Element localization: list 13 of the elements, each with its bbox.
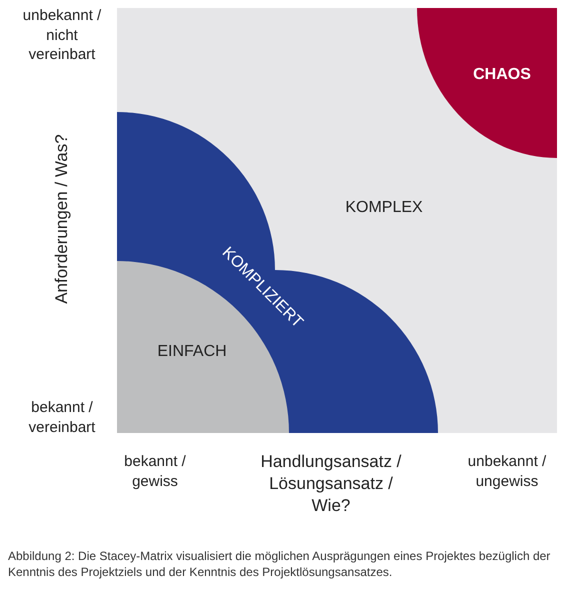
axis-value-label: bekannt / vereinbart [28,398,96,437]
complicated-region [117,112,438,433]
chaos-region [417,8,557,158]
figure-caption: Abbildung 2: Die Stacey-Matrix visualisiert die möglichen Ausprägungen eines Projektes bezüglich der Kenntnis des Projektziels und der Kenntnis des Projektlösungsansatzes. [8,548,552,580]
axis-value-label: unbekannt / nicht vereinbart [22,6,102,64]
region-label: CHAOS [473,66,531,84]
region-label: EINFACH [157,343,227,361]
matrix-area [117,8,557,433]
region-label: KOMPLEX [345,199,423,217]
axis-title: Handlungsansatz / Lösungsansatz / Wie? [260,451,402,518]
axis-value-label: bekannt / gewiss [123,452,187,491]
axis-title: Anforderungen / Was? [50,133,72,306]
axis-value-label: unbekannt / ungewiss [466,452,548,491]
